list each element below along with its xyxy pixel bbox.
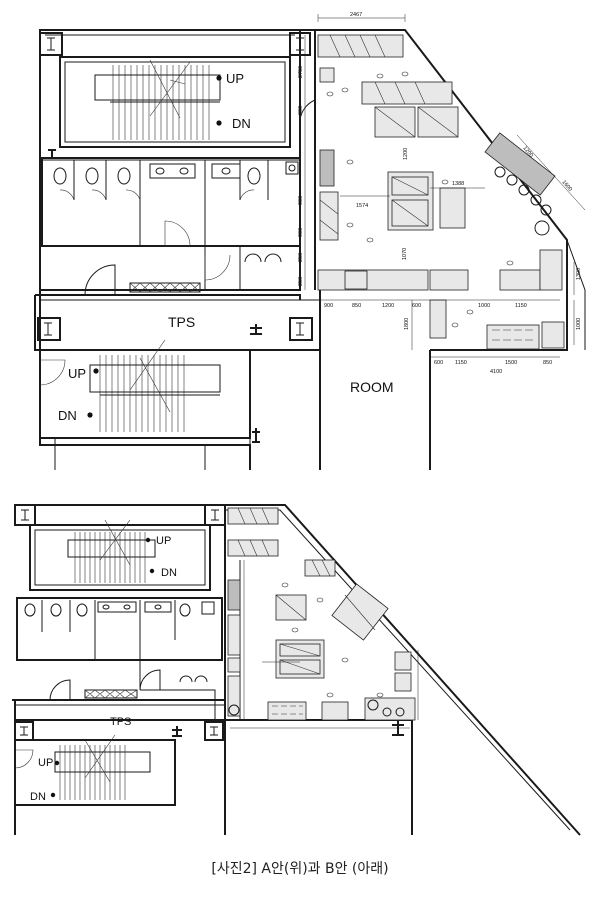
dim: 1388 <box>452 181 464 187</box>
plan-a: UP DN <box>34 12 586 470</box>
dim: 1300 <box>576 268 582 280</box>
column-marker <box>37 317 61 341</box>
dim: 900 <box>324 303 333 309</box>
label-up2-b: UP <box>38 757 53 769</box>
dim: 850 <box>352 303 361 309</box>
label-up-a: UP <box>226 71 244 86</box>
dimension-lines-b <box>230 560 419 729</box>
stair-treads-b-bottom <box>54 734 151 800</box>
dim: 4100 <box>490 369 502 375</box>
column-marker <box>204 721 224 741</box>
toilet-stalls <box>53 160 299 263</box>
dim: 1574 <box>356 203 368 209</box>
label-dn2-b: DN <box>30 791 46 803</box>
kitchen-equipment-a <box>317 34 565 350</box>
dim: 250 <box>298 253 304 262</box>
stair-treads-b-top <box>67 519 156 583</box>
dim-top: 2467 <box>350 12 362 18</box>
column-marker <box>39 32 63 56</box>
dim: 900 <box>298 196 304 205</box>
label-dn-a: DN <box>232 116 251 131</box>
dimension-lines-a <box>304 14 586 358</box>
plan-b: UP DN TPS <box>12 504 581 836</box>
dim: 1000 <box>478 303 490 309</box>
dim: 1150 <box>515 303 527 309</box>
column-marker <box>289 317 313 341</box>
dim: 600 <box>412 303 421 309</box>
dim: 850 <box>543 360 552 366</box>
dim: 1800 <box>404 318 410 330</box>
dim: 800 <box>298 106 304 115</box>
stair-treads-bottom <box>89 339 221 432</box>
dim: 900 <box>298 228 304 237</box>
dim: 2750 <box>298 66 304 78</box>
dim: 1500 <box>505 360 517 366</box>
label-tps-b: TPS <box>110 716 131 728</box>
stair-treads-top <box>94 59 221 140</box>
dim: 250 <box>298 277 304 286</box>
label-up2-a: UP <box>68 366 86 381</box>
dim: 1070 <box>402 248 408 260</box>
dim: 600 <box>434 360 443 366</box>
label-tps-a: TPS <box>168 314 195 330</box>
dim: 1150 <box>455 360 467 366</box>
figure-caption: [사진2] A안(위)과 B안 (아래) <box>211 861 389 877</box>
dim: 1200 <box>403 148 409 160</box>
label-dn2-a: DN <box>58 408 77 423</box>
label-up-b: UP <box>156 535 171 547</box>
kitchen-equipment-b <box>227 507 416 721</box>
dim: 1200 <box>382 303 394 309</box>
column-marker <box>289 32 311 56</box>
label-dn-b: DN <box>161 567 177 579</box>
dim: 1000 <box>576 318 582 330</box>
label-room: ROOM <box>350 379 394 395</box>
column-marker <box>14 504 36 526</box>
dim: 1600 <box>560 179 572 192</box>
